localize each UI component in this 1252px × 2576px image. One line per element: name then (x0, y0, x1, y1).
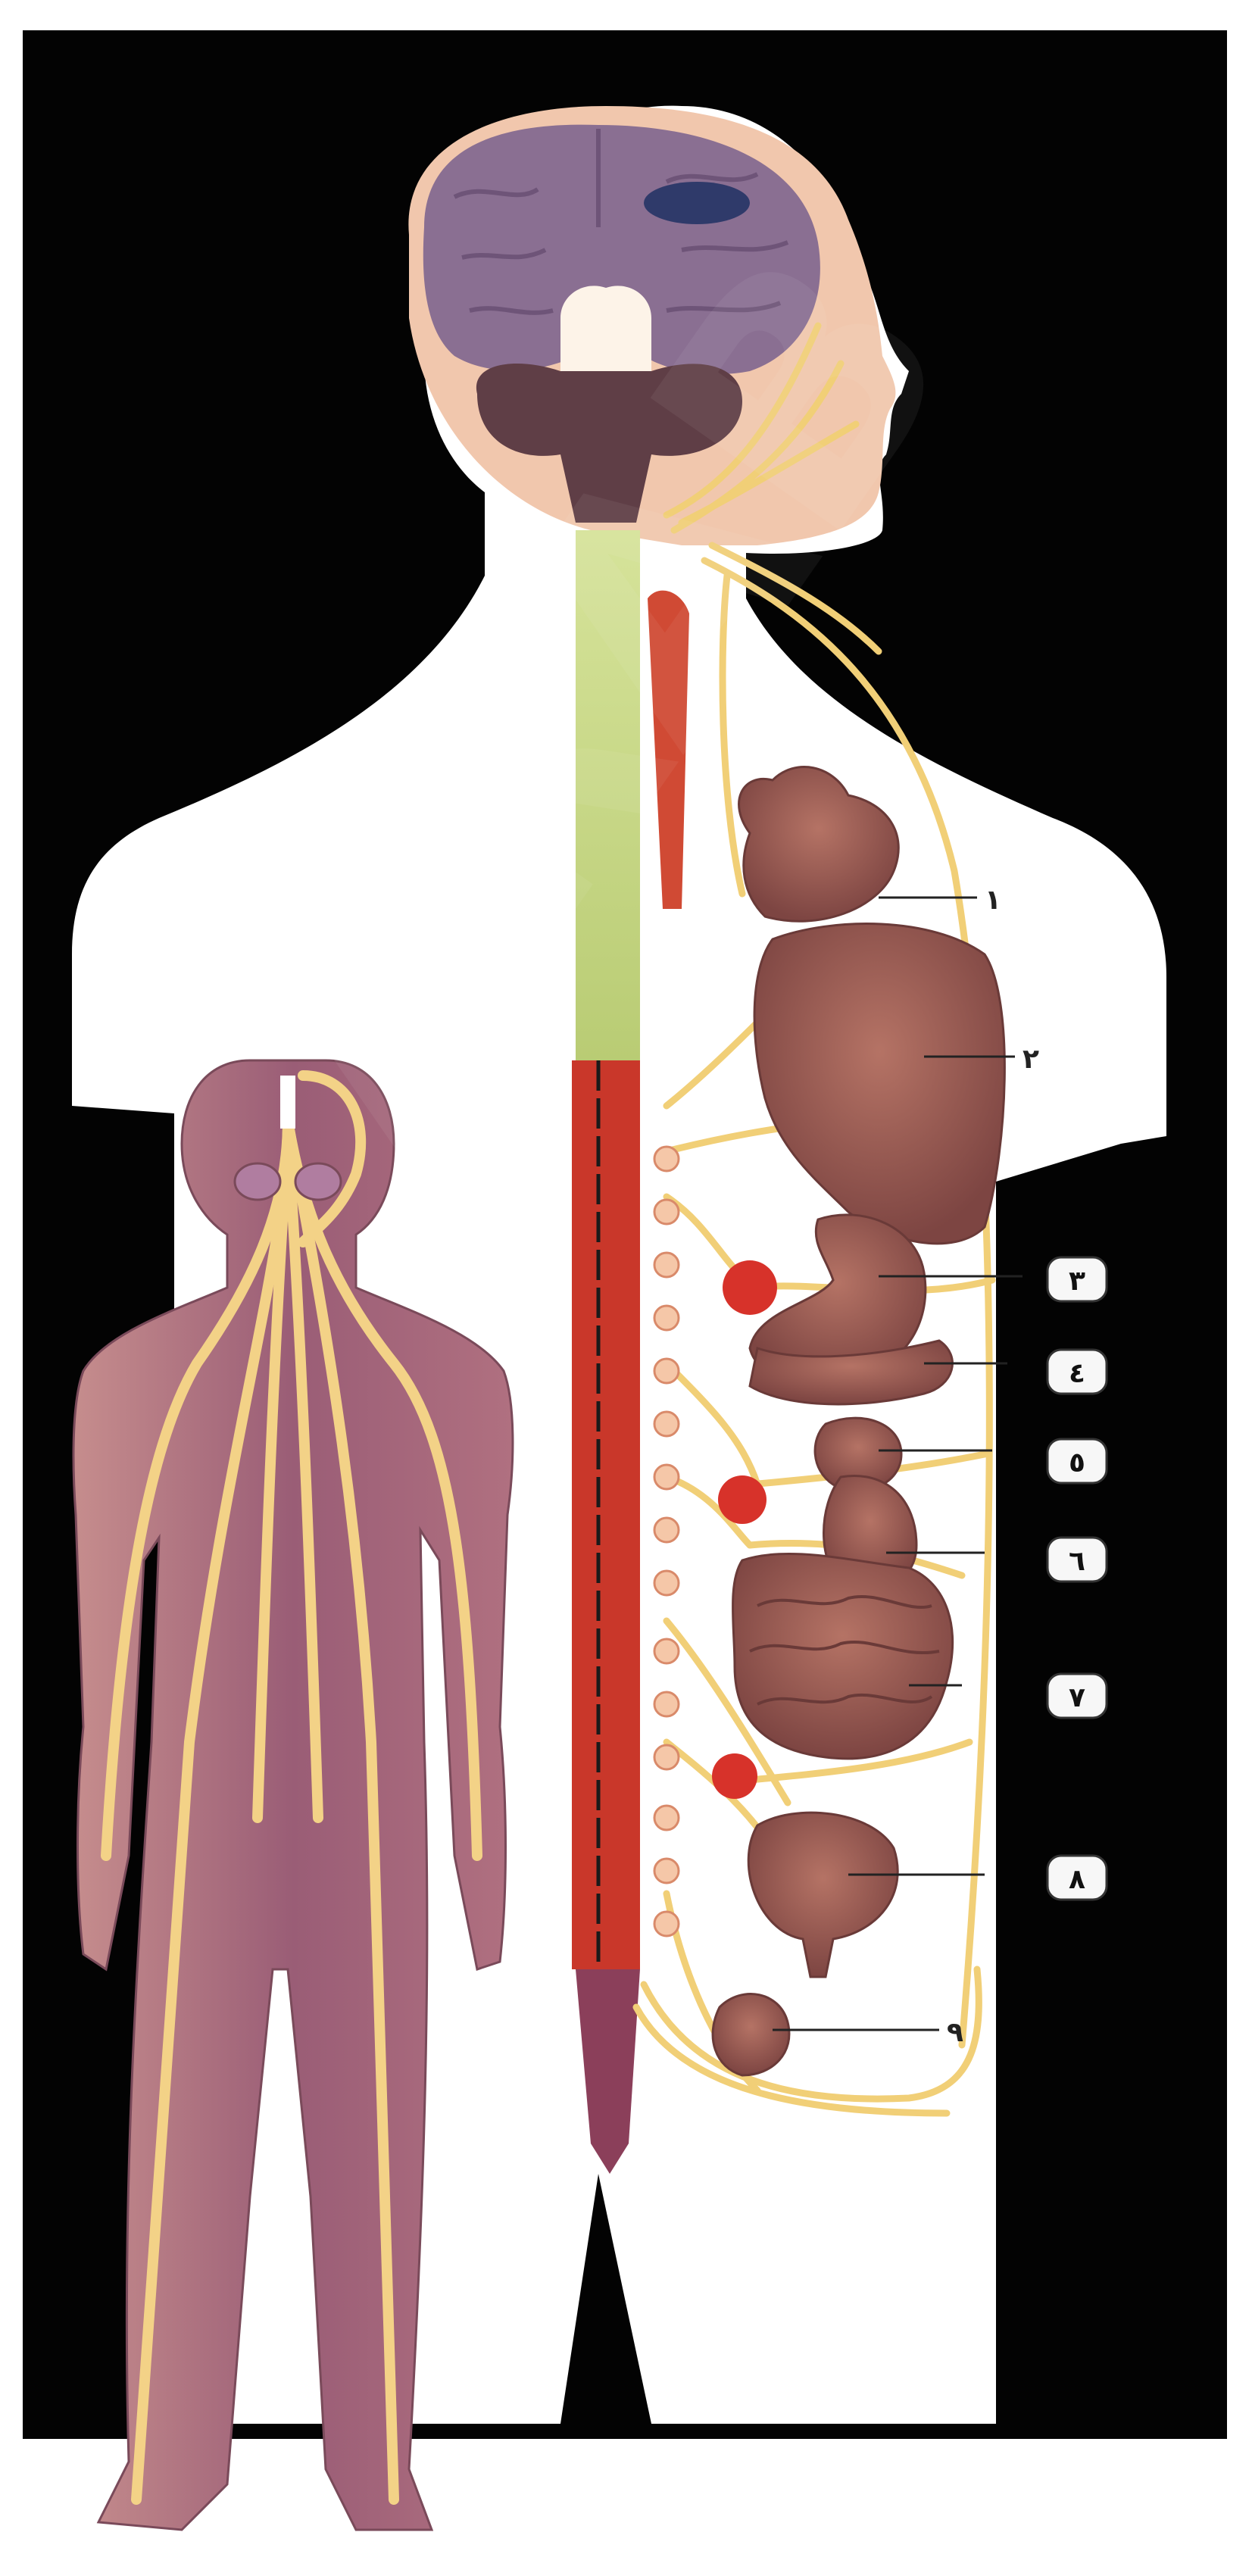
intestines (733, 1553, 953, 1758)
figure-eye-left (235, 1163, 280, 1200)
svg-text:٧: ٧ (1069, 1682, 1085, 1713)
svg-text:٥: ٥ (1069, 1447, 1085, 1478)
figure-eye-right (295, 1163, 341, 1200)
svg-text:٨: ٨ (1069, 1864, 1085, 1895)
svg-text:٣: ٣ (1069, 1266, 1085, 1297)
badge-3: ٣ (1047, 1257, 1107, 1301)
badge-5: ٥ (1047, 1439, 1107, 1483)
spinal-column-lower (572, 1060, 640, 1969)
reproductive-organ (713, 1994, 789, 2075)
label-1: ١ (985, 885, 1001, 916)
badge-7: ٧ (1047, 1674, 1107, 1718)
badge-4: ٤ (1047, 1350, 1107, 1394)
label-9: ٩ (947, 2017, 963, 2048)
badge-8: ٨ (1047, 1856, 1107, 1900)
svg-text:٤: ٤ (1069, 1358, 1085, 1389)
label-2: ٢ (1023, 1044, 1039, 1075)
svg-text:٦: ٦ (1069, 1546, 1085, 1577)
badge-6: ٦ (1047, 1538, 1107, 1582)
